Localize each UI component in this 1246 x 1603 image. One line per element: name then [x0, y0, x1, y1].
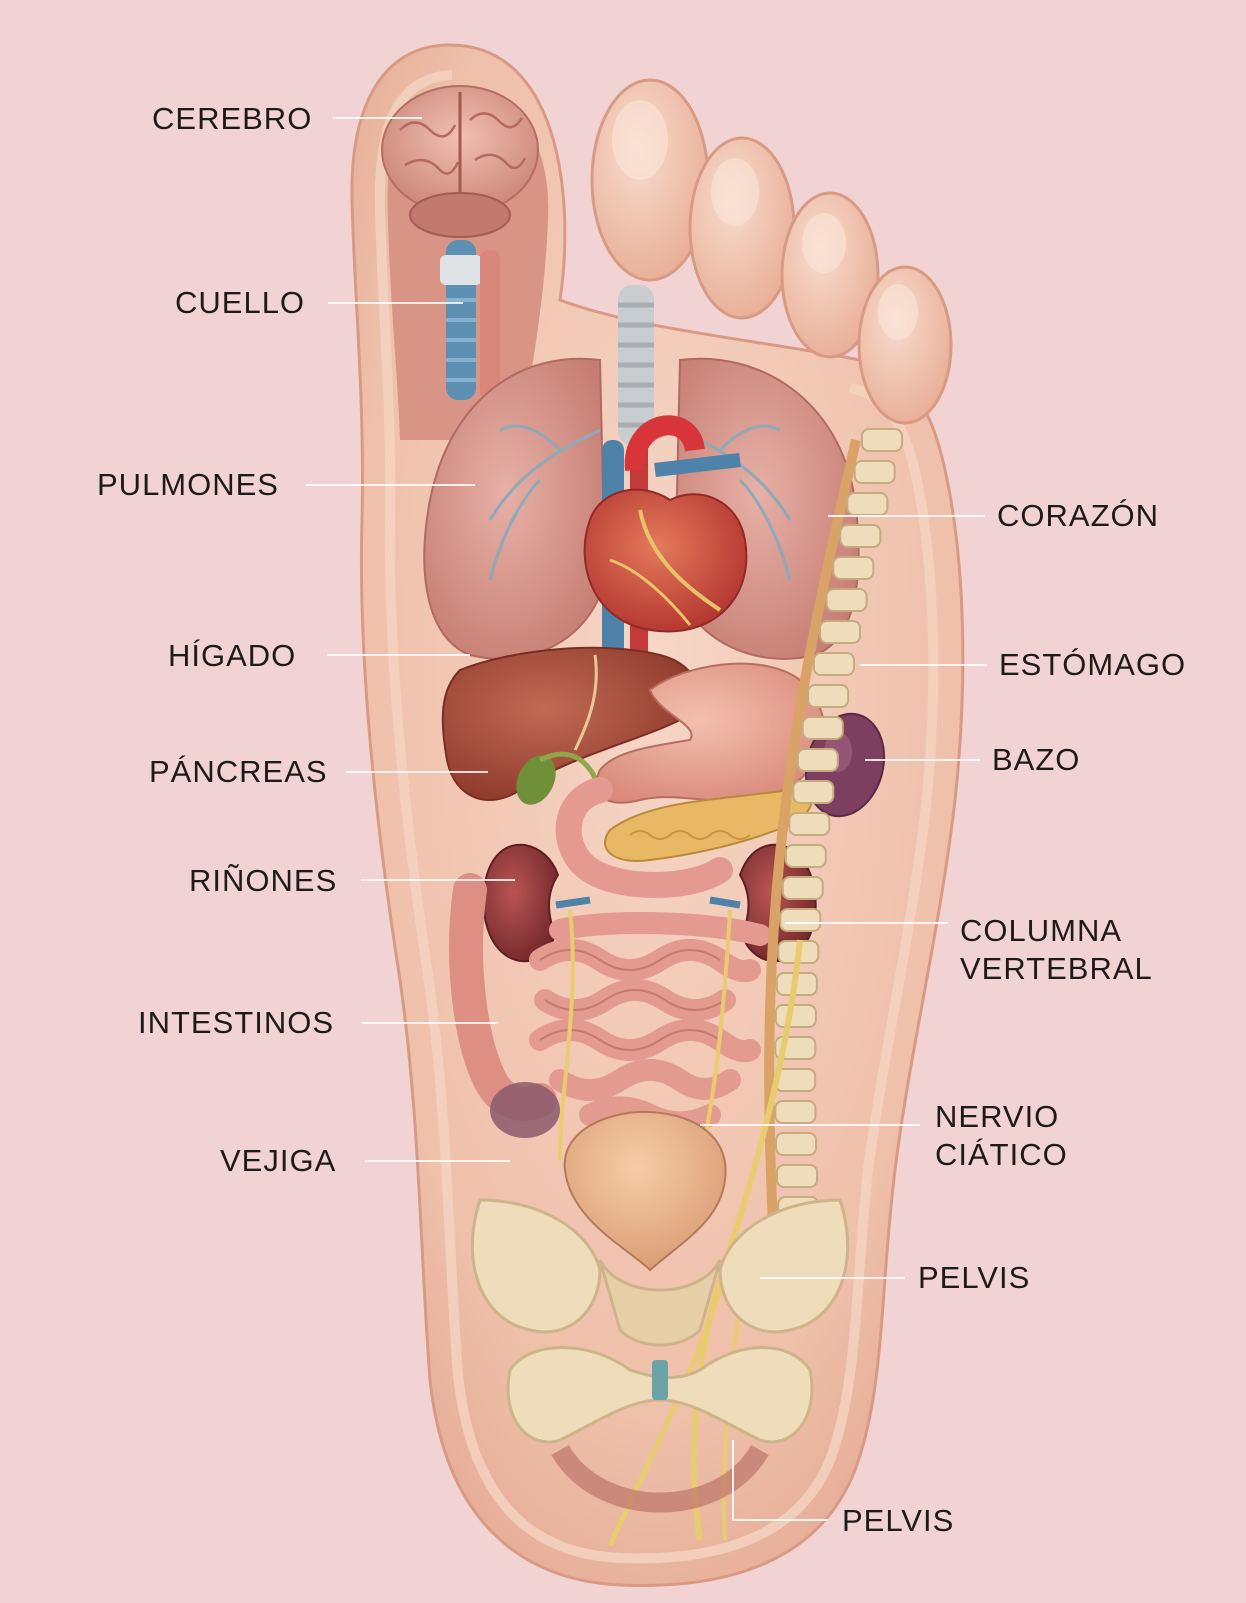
leader-lines: [306, 117, 987, 1521]
label-higado: HÍGADO: [168, 638, 297, 673]
heart: [583, 488, 748, 633]
label-cerebro: CEREBRO: [152, 101, 313, 136]
label-pelvis: PELVIS: [918, 1260, 1031, 1295]
neck-trachea: [440, 240, 500, 400]
left-kidney: [482, 843, 560, 963]
label-columna-line1: COLUMNA: [960, 913, 1123, 948]
label-intestinos: INTESTINOS: [138, 1005, 335, 1040]
vertebra: [796, 748, 839, 772]
vertebra: [801, 716, 844, 740]
vertebra: [853, 460, 896, 484]
label-columna-vertebral: COLUMNA VERTEBRAL: [960, 912, 1153, 988]
vertebra: [784, 844, 827, 868]
label-columna-line2: VERTEBRAL: [960, 951, 1153, 986]
label-nervio-line1: NERVIO: [935, 1099, 1060, 1134]
label-vejiga: VEJIGA: [220, 1143, 337, 1178]
label-nervio-line2: CIÁTICO: [935, 1137, 1068, 1172]
vertebra: [775, 1132, 818, 1156]
toes: [590, 78, 953, 425]
vertebra: [825, 588, 868, 612]
vertebra: [861, 428, 903, 452]
vertebra: [779, 908, 822, 932]
vertebra: [792, 780, 835, 804]
duodenum: [555, 777, 733, 898]
vertebra: [807, 684, 850, 708]
vertebra: [774, 1004, 817, 1028]
pelvis-bones: [470, 1198, 850, 1513]
label-pancreas: PÁNCREAS: [149, 754, 328, 789]
label-nervio-ciatico: NERVIO CIÁTICO: [935, 1098, 1068, 1174]
label-pulmones: PULMONES: [97, 467, 279, 502]
spine: [764, 428, 903, 1252]
label-cuello: CUELLO: [175, 285, 306, 320]
vertebra: [788, 812, 831, 836]
label-bazo: BAZO: [992, 742, 1081, 777]
vertebra: [832, 556, 875, 580]
label-rinones: RIÑONES: [189, 863, 338, 898]
gallbladder: [516, 755, 556, 805]
vertebra: [774, 1100, 817, 1124]
vertebra: [819, 620, 862, 644]
label-estomago: ESTÓMAGO: [999, 647, 1187, 682]
label-corazon: CORAZÓN: [997, 498, 1159, 533]
stomach: [595, 662, 826, 804]
vertebra: [846, 492, 889, 516]
sole-inner-rim: [374, 70, 939, 1564]
liver: [441, 646, 699, 805]
left-lung: [423, 357, 607, 660]
intestines: [449, 873, 771, 1138]
vertebra: [781, 876, 824, 900]
vertebra: [776, 1164, 819, 1188]
vertebra: [839, 524, 882, 548]
label-pelvis-bottom: PELVIS: [842, 1503, 955, 1538]
trachea: [618, 285, 654, 445]
bladder: [563, 1110, 727, 1272]
vertebra: [812, 652, 855, 676]
